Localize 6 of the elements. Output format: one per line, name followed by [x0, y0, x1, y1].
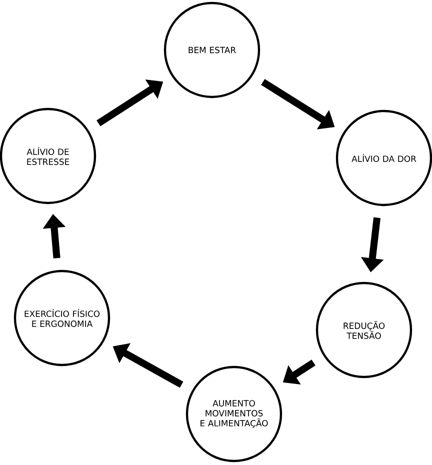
circle-node: ALÍVIO DA DOR [336, 110, 432, 206]
circle-node: BEM ESTAR [164, 2, 260, 98]
circle-node: REDUÇÃO TENSÃO [316, 282, 412, 378]
circle-node: EXERCÍCIO FÍSICO E ERGONOMIA [14, 270, 110, 366]
circle-node: AUMENTO MOVIMENTOS E ALIMENTAÇÃO [186, 366, 282, 462]
circle-node: ALÍVIO DE ESTRESSE [0, 108, 96, 204]
